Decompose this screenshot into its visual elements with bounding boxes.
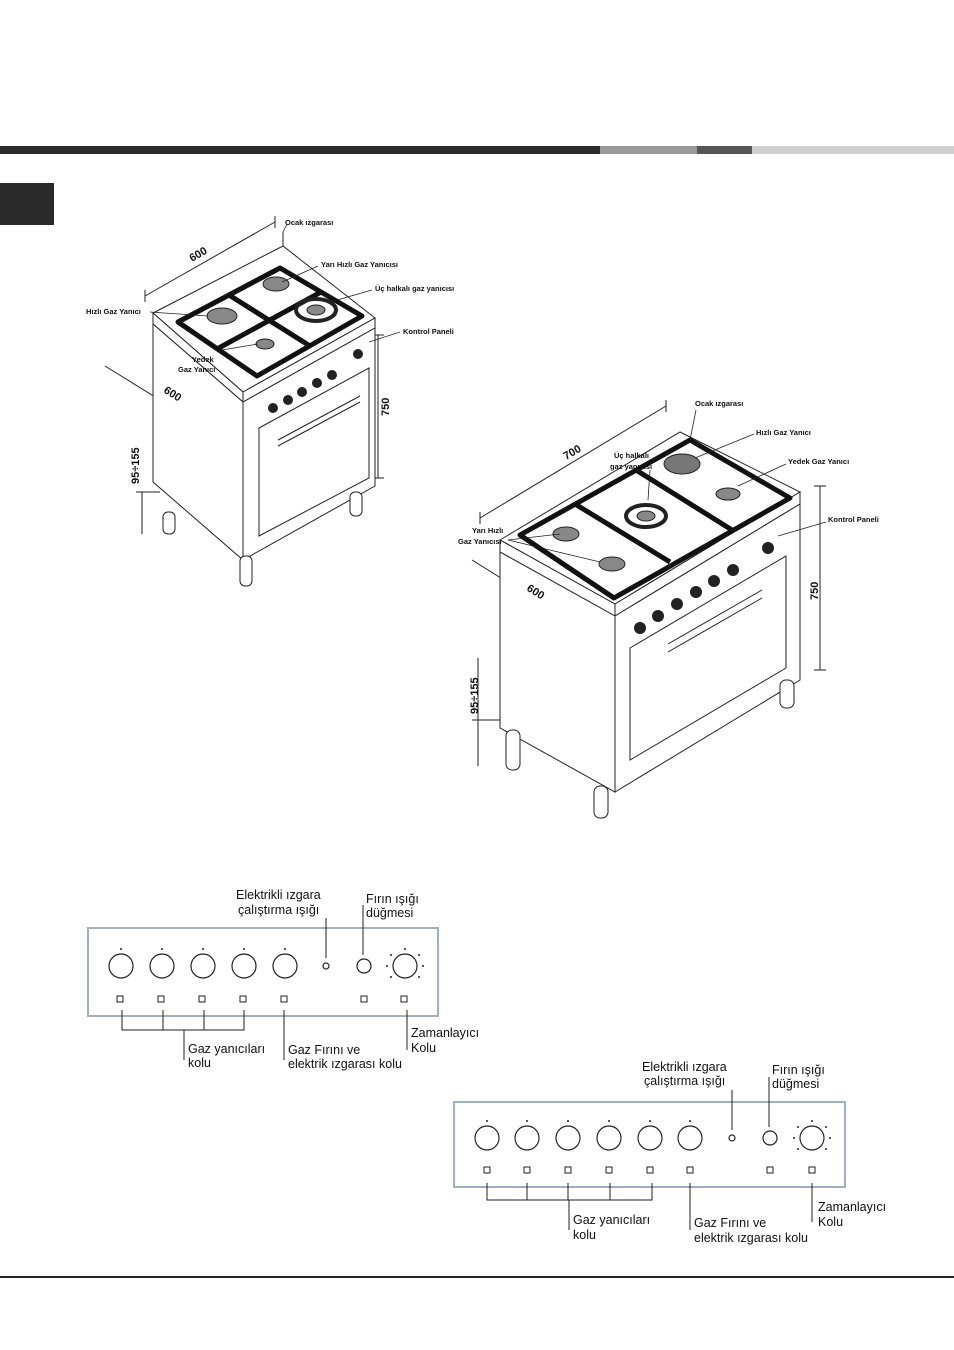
label-rapid-700: Hızlı Gaz Yanıcı xyxy=(756,428,811,437)
label-oven-knob-1a: Gaz Fırını ve xyxy=(288,1043,360,1057)
grill-light-2 xyxy=(728,1134,736,1142)
label-grate-600: Ocak ızgarası xyxy=(285,218,333,227)
knob-burner-2 xyxy=(149,953,175,979)
dim-width-700: 700 xyxy=(562,443,584,463)
label-timer-1a: Zamanlayıcı xyxy=(411,1026,479,1040)
header-bar-grey xyxy=(600,146,697,154)
label-triple-700-a: Üç halkalı xyxy=(614,451,649,460)
label-timer-2b: Kolu xyxy=(818,1215,843,1229)
knob2-oven xyxy=(677,1125,703,1151)
knob2-burner-3 xyxy=(555,1125,581,1151)
label-burners-2b: kolu xyxy=(573,1228,596,1242)
label-oven-knob-1b: elektrik ızgarası kolu xyxy=(288,1057,402,1071)
label-burners-1b: kolu xyxy=(188,1056,211,1070)
grill-light xyxy=(322,962,330,970)
knob-burner-1 xyxy=(108,953,134,979)
label-aux-600-b: Gaz Yanıcı xyxy=(178,365,215,374)
label-timer-2a: Zamanlayıcı xyxy=(818,1200,886,1214)
label-semi-700-b: Gaz Yanıcısı xyxy=(458,537,502,546)
dim-feet-600: 95÷155 xyxy=(130,447,142,484)
label-grill-light-1b: çalıştırma ışığı xyxy=(238,903,319,917)
label-oven-light-1a: Fırın ışığı xyxy=(366,892,419,906)
knob-timer xyxy=(392,953,418,979)
knob-burner-4 xyxy=(231,953,257,979)
knob-burner-3 xyxy=(190,953,216,979)
label-burners-1a: Gaz yanıcıları xyxy=(188,1042,265,1056)
label-control-600: Kontrol Paneli xyxy=(403,327,454,336)
knob-oven xyxy=(272,953,298,979)
knob2-burner-4 xyxy=(596,1125,622,1151)
cooker-600-diagram: Ocak ızgarası Yarı Hızlı Gaz Yanıcısı Üç… xyxy=(86,216,454,587)
label-control-700: Kontrol Paneli xyxy=(828,515,879,524)
header-bar-light xyxy=(752,146,954,154)
label-timer-1b: Kolu xyxy=(411,1041,436,1055)
label-oven-light-2b: düğmesi xyxy=(772,1077,819,1091)
control-panel-1: Elektrikli ızgara çalıştırma ışığı Fırın… xyxy=(87,888,479,1071)
label-grill-light-1a: Elektrikli ızgara xyxy=(236,888,321,902)
dim-feet-700: 95÷155 xyxy=(469,677,481,714)
section-tab-block xyxy=(0,183,54,225)
oven-light-button xyxy=(356,958,372,974)
knob2-burner-5 xyxy=(637,1125,663,1151)
label-semi-rapid-600: Yarı Hızlı Gaz Yanıcısı xyxy=(321,260,398,269)
label-oven-light-1b: düğmesi xyxy=(366,906,413,920)
dim-height-600: 750 xyxy=(380,398,392,416)
label-burners-2a: Gaz yanıcıları xyxy=(573,1213,650,1227)
label-triple-600: Üç halkalı gaz yanıcısı xyxy=(375,284,454,293)
control-panel-2: Elektrikli ızgara çalıştırma ışığı Fırın… xyxy=(453,1060,886,1245)
label-aux-700: Yedek Gaz Yanıcı xyxy=(788,457,849,466)
label-triple-700-b: gaz yanıcısı xyxy=(610,462,652,471)
label-rapid-600: Hızlı Gaz Yanıcı xyxy=(86,307,141,316)
dim-height-700: 750 xyxy=(809,582,821,600)
label-grill-light-2a: Elektrikli ızgara xyxy=(642,1060,727,1074)
cooker-700-diagram: Ocak ızgarası Hızlı Gaz Yanıcı Yedek Gaz… xyxy=(458,399,879,819)
label-semi-700-a: Yarı Hızlı xyxy=(472,526,503,535)
label-oven-light-2a: Fırın ışığı xyxy=(772,1063,825,1077)
header-bar-darkgrey xyxy=(697,146,752,154)
oven-light-button-2 xyxy=(762,1130,778,1146)
label-oven-knob-2b: elektrik ızgarası kolu xyxy=(694,1231,808,1245)
knob2-timer xyxy=(799,1125,825,1151)
label-aux-600-a: Yedek xyxy=(192,355,215,364)
knob2-burner-2 xyxy=(514,1125,540,1151)
label-grill-light-2b: çalıştırma ışığı xyxy=(644,1074,725,1088)
header-bar-dark xyxy=(0,146,600,154)
knob2-burner-1 xyxy=(474,1125,500,1151)
label-grate-700: Ocak ızgarası xyxy=(695,399,743,408)
footer-rule xyxy=(0,1276,954,1278)
label-oven-knob-2a: Gaz Fırını ve xyxy=(694,1216,766,1230)
